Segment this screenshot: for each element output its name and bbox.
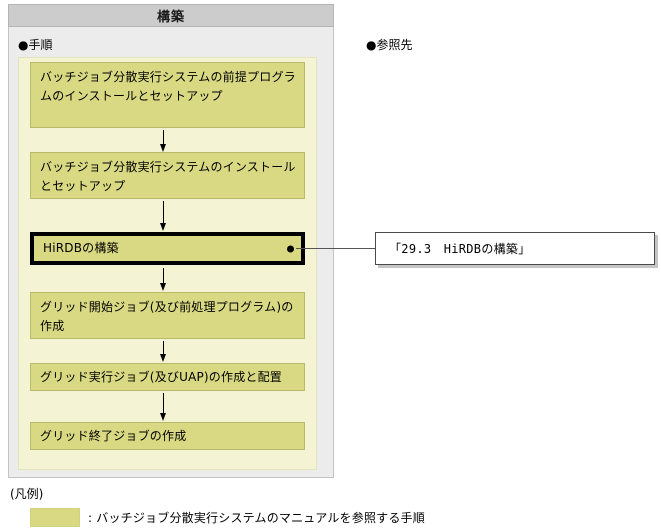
flow-step-6: グリッド終了ジョブの作成 [30, 422, 305, 450]
flow-step-3-label: HiRDBの構築 [43, 241, 119, 255]
arrow-stem [163, 268, 164, 283]
flow-arrow-2 [160, 201, 167, 231]
reference-box: 「29.3 HiRDBの構築」 [375, 232, 655, 265]
flow-step-4: グリッド開始ジョブ(及び前処理プログラム)の作成 [30, 292, 305, 339]
arrow-stem [163, 201, 164, 223]
flow-step-1: バッチジョブ分散実行システムの前提プログラムのインストールとセットアップ [30, 62, 305, 128]
flow-step-3-highlighted: HiRDBの構築 [30, 232, 305, 265]
legend-title: (凡例) [10, 487, 44, 501]
legend-entry-text: : バッチジョブ分散実行システムのマニュアルを参照する手順 [88, 511, 425, 525]
arrow-head [160, 144, 166, 152]
arrow-head [160, 413, 166, 421]
arrow-head [160, 283, 166, 291]
reference-connector-line [296, 248, 376, 249]
section-heading-procedure: ●手順 [18, 38, 53, 52]
flow-arrow-3 [160, 268, 167, 291]
arrow-stem [163, 130, 164, 144]
legend-entry: : バッチジョブ分散実行システムのマニュアルを参照する手順 [30, 508, 425, 527]
arrow-stem [163, 393, 164, 413]
arrow-head [160, 354, 166, 362]
flow-arrow-4 [160, 341, 167, 362]
flow-step-5: グリッド実行ジョブ(及びUAP)の作成と配置 [30, 363, 305, 391]
flow-step-2: バッチジョブ分散実行システムのインストールとセットアップ [30, 152, 305, 199]
arrow-stem [163, 341, 164, 354]
flow-arrow-1 [160, 130, 167, 152]
page-title: 構築 [8, 4, 334, 27]
section-heading-reference: ●参照先 [366, 38, 413, 52]
legend-swatch-icon [30, 508, 80, 527]
connector-dot-icon [287, 245, 294, 252]
arrow-head [160, 223, 166, 231]
flow-arrow-5 [160, 393, 167, 421]
